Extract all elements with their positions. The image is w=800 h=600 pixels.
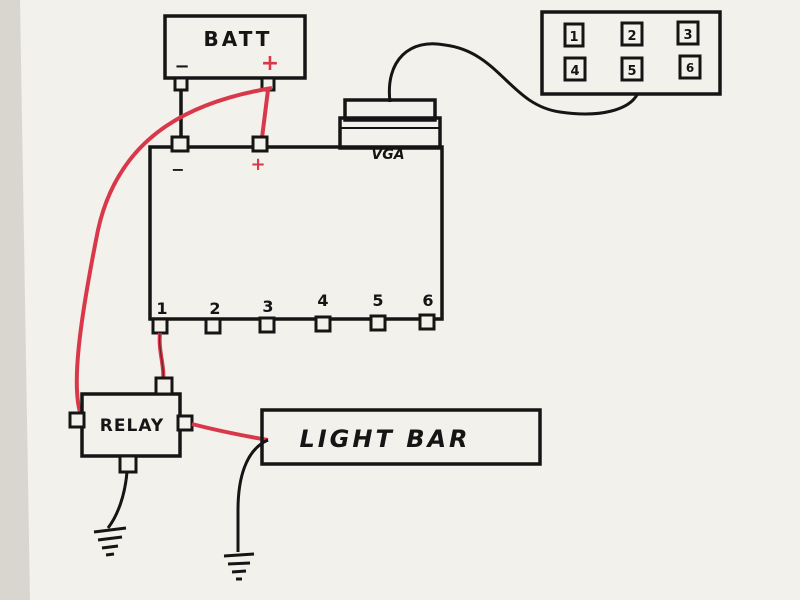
keypad-cable [387, 42, 640, 116]
keypad-key-2: 2 [620, 21, 644, 47]
key-label: 1 [569, 30, 578, 45]
key-label: 5 [627, 64, 636, 79]
output-number: 1 [156, 299, 167, 318]
positive-wire-battery-module [260, 89, 270, 139]
key-outline [563, 22, 585, 48]
output-terminal [314, 315, 332, 333]
light-bar-label: LIGHT BAR [299, 425, 470, 453]
key-label: 2 [627, 29, 636, 44]
keypad-box [540, 10, 722, 96]
lightbar-ground-icon [223, 552, 255, 581]
output-number: 5 [372, 291, 383, 310]
keypad-key-5: 5 [620, 56, 644, 82]
module-output-5: 5 [369, 291, 387, 332]
output-terminal [418, 313, 436, 331]
paper-sheet [20, 0, 800, 600]
keypad-key-6: 6 [678, 54, 702, 80]
module-negative-terminal [170, 135, 190, 153]
battery-box [163, 14, 307, 80]
battery-label: BATT [204, 27, 273, 51]
relay-power-terminal [68, 411, 86, 429]
keypad-key-3: 3 [676, 20, 700, 46]
module-negative-sign: − [171, 160, 184, 179]
keypad-key-1: 1 [563, 22, 585, 48]
battery-negative-terminal [173, 76, 189, 92]
key-outline [678, 54, 702, 80]
output-number: 3 [262, 297, 273, 316]
key-label: 3 [683, 28, 692, 43]
battery-positive-sign: + [261, 51, 279, 76]
key-outline [620, 21, 644, 47]
module-output-6: 6 [418, 291, 436, 331]
key-outline [676, 20, 700, 46]
key-outline [563, 56, 587, 82]
output-terminal [258, 316, 276, 334]
key-outline [620, 56, 644, 82]
relay-ground-terminal [118, 454, 138, 474]
relay: RELAY [68, 376, 194, 474]
relay-trigger-terminal [154, 376, 174, 396]
module-box [148, 145, 444, 321]
module-positive-sign: + [250, 154, 265, 175]
output-number: 4 [317, 291, 328, 310]
positive-wire-battery-relay [74, 86, 273, 419]
output-terminal [204, 317, 222, 335]
relay-ground-wire [106, 471, 129, 529]
relay-load-terminal [176, 414, 194, 432]
light-bar: LIGHT BAR [260, 408, 542, 466]
module-positive-terminal [251, 135, 269, 153]
battery-negative-sign: − [174, 56, 189, 77]
module-output-2: 2 [204, 299, 222, 335]
key-label: 6 [686, 61, 694, 75]
lightbar-ground-wire [236, 438, 269, 552]
output-terminal [151, 317, 169, 335]
output-terminal [369, 314, 387, 332]
module-output-3: 3 [258, 297, 276, 334]
keypad: 1 2 3 4 5 6 [540, 10, 722, 96]
module-output-4: 4 [314, 291, 332, 333]
keypad-key-4: 4 [563, 56, 587, 82]
output-number: 2 [209, 299, 220, 318]
relay-label: RELAY [100, 416, 164, 436]
light-bar-box [260, 408, 542, 466]
relay-ground-icon [93, 526, 127, 557]
module-label: VGA [371, 147, 404, 163]
key-label: 4 [570, 64, 579, 79]
connector-base [338, 116, 442, 150]
module: VGA − + 1 2 3 4 5 6 [148, 135, 444, 335]
output-number: 6 [422, 291, 433, 310]
